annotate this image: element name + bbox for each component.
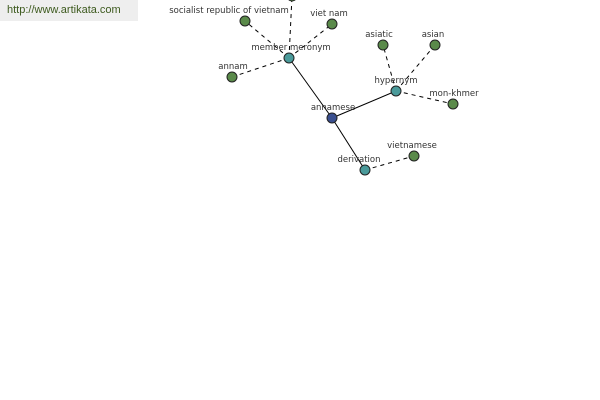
node-label-vietnamese[interactable]: vietnamese [387, 141, 437, 151]
edge-annamese-to-derivation [331, 117, 366, 171]
edge-member-meronym-to-annam [231, 57, 290, 78]
edge-annamese-to-member-meronym [288, 57, 333, 119]
edges-layer [231, 0, 454, 171]
node-asian[interactable] [429, 39, 441, 51]
node-derivation[interactable] [359, 164, 371, 176]
edge-derivation-to-vietnamese [364, 155, 415, 171]
edge-annamese-to-hypernym [331, 90, 397, 119]
node-label-asiatic[interactable]: asiatic [365, 30, 393, 40]
edge-hypernym-to-mon-khmer [395, 90, 454, 105]
node-label-annamese[interactable]: annamese [311, 103, 355, 113]
node-label-hypernym[interactable]: hypernym [374, 76, 417, 86]
node-label-derivation[interactable]: derivation [337, 155, 380, 165]
node-label-asian[interactable]: asian [422, 30, 445, 40]
node-hypernym[interactable] [390, 85, 402, 97]
node-annamese[interactable] [326, 112, 338, 124]
labels-layer: annamese member meronym hypernym derivation… [169, 6, 479, 165]
node-label-socialist-republic-of-vietnam[interactable]: socialist republic of vietnam [169, 6, 289, 16]
edge-member-meronym-to-viet-nam [288, 23, 333, 59]
node-mon-khmer[interactable] [447, 98, 459, 110]
node-vietnamese[interactable] [408, 150, 420, 162]
node-label-viet-nam[interactable]: viet nam [310, 9, 348, 19]
edge-hypernym-to-asian [395, 44, 436, 92]
node-viet-nam[interactable] [326, 18, 338, 30]
node-socialist-republic-of-vietnam[interactable] [239, 15, 251, 27]
node-asiatic[interactable] [377, 39, 389, 51]
node-label-mon-khmer[interactable]: mon-khmer [429, 89, 479, 99]
nodes-layer [226, 0, 459, 176]
node-member-meronym[interactable] [283, 52, 295, 64]
node-label-member-meronym[interactable]: member meronym [251, 43, 330, 53]
url-banner[interactable]: http://www.artikata.com [0, 0, 138, 21]
node-top-offscreen[interactable] [287, 0, 297, 2]
node-label-annam[interactable]: annam [218, 62, 247, 72]
edge-member-meronym-to-socialist-republic-of-vietnam [244, 20, 290, 59]
node-annam[interactable] [226, 71, 238, 83]
edge-member-meronym-to-top-offscreen [288, 0, 293, 59]
